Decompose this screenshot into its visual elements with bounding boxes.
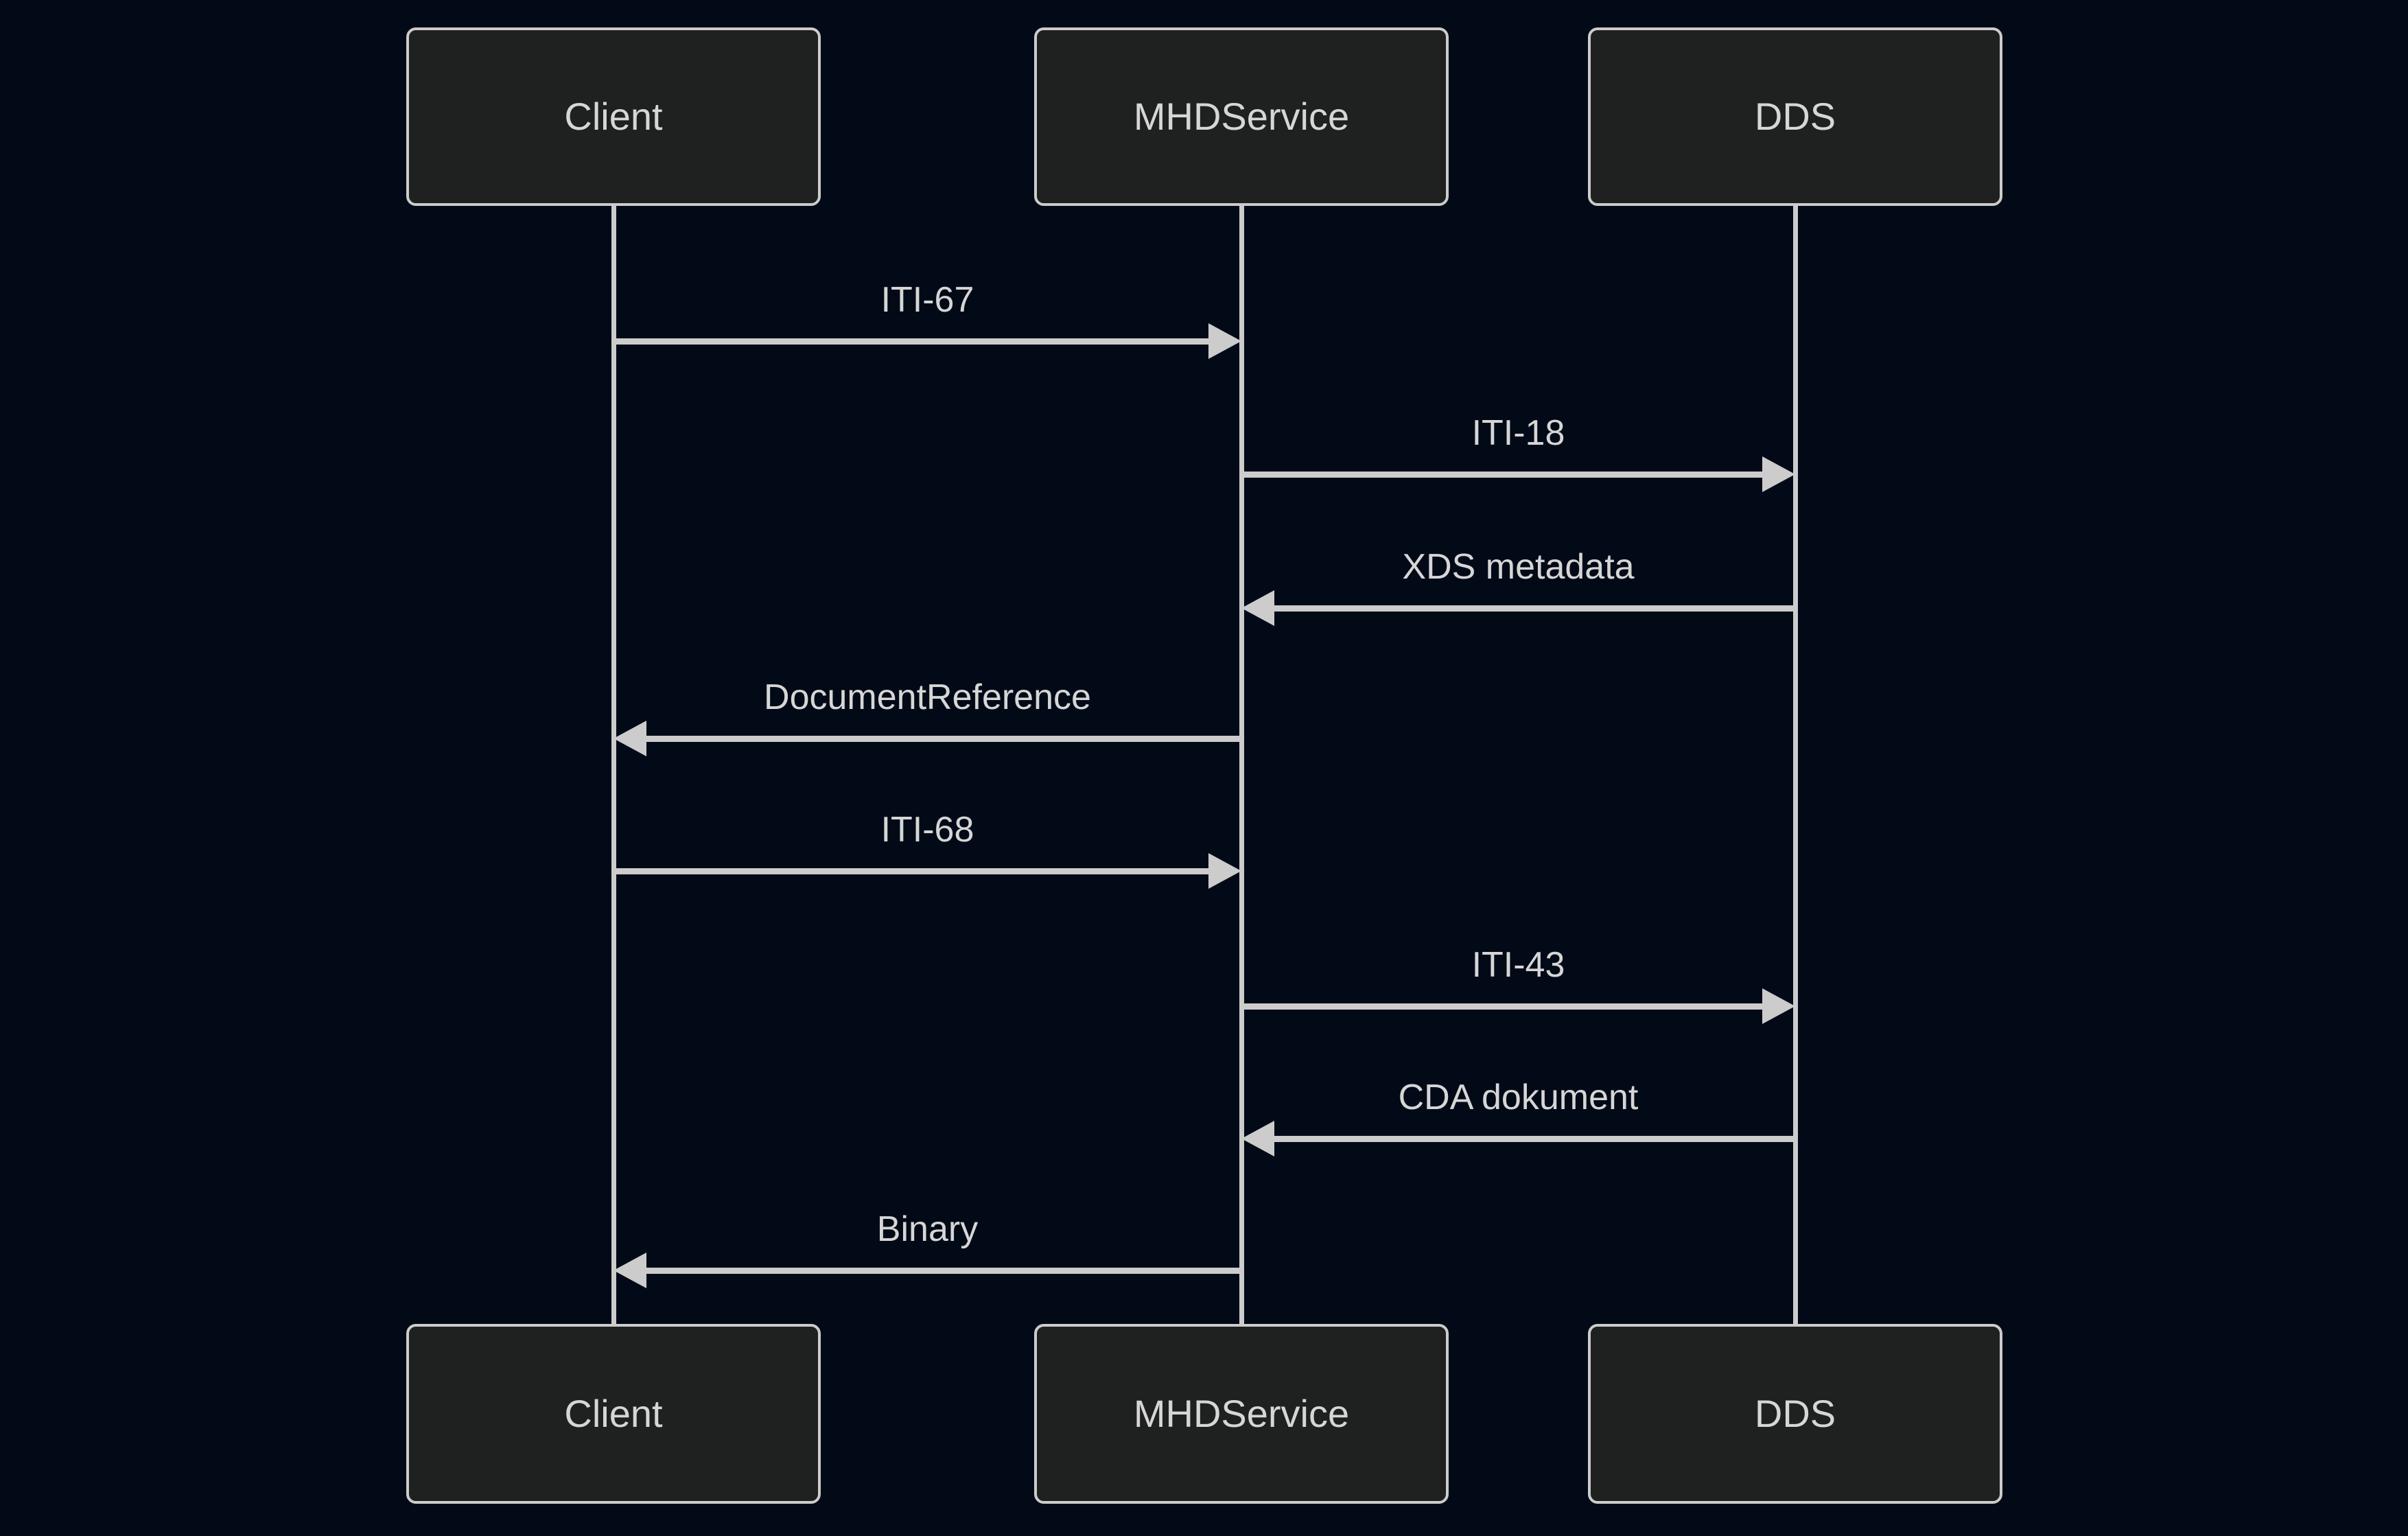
actor-label: Client — [564, 95, 663, 138]
message-iti-68: ITI-68 — [613, 810, 1241, 889]
actor-label: MHDService — [1133, 95, 1350, 138]
actor-box-mhdservice-top: MHDService — [1034, 27, 1449, 206]
arrowhead-right-icon — [1762, 456, 1795, 492]
actor-box-dds-top: DDS — [1588, 27, 2002, 206]
message-line — [613, 338, 1211, 345]
arrowhead-right-icon — [1208, 853, 1241, 889]
message-line — [1272, 605, 1795, 612]
message-iti-18: ITI-18 — [1241, 413, 1795, 492]
message-line — [644, 1268, 1241, 1274]
message-label: CDA dokument — [1398, 1078, 1639, 1118]
message-label: ITI-67 — [880, 280, 974, 321]
message-xds-metadata: XDS metadata — [1241, 547, 1795, 626]
arrowhead-left-icon — [1241, 1121, 1274, 1156]
message-cda-dokument: CDA dokument — [1241, 1078, 1795, 1156]
actor-label: DDS — [1754, 1392, 1836, 1435]
message-label: ITI-43 — [1471, 945, 1565, 986]
arrowhead-right-icon — [1208, 323, 1241, 359]
message-line — [1241, 1003, 1765, 1010]
actor-box-client-top: Client — [406, 27, 821, 206]
message-line — [644, 736, 1241, 742]
actor-label: Client — [564, 1392, 663, 1435]
message-documentreference: DocumentReference — [613, 677, 1241, 756]
actor-label: MHDService — [1133, 1392, 1350, 1435]
lifeline-mhdservice — [1239, 206, 1244, 1328]
message-line — [1241, 472, 1765, 478]
message-line — [613, 868, 1211, 874]
lifeline-dds — [1793, 206, 1798, 1328]
arrowhead-left-icon — [1241, 590, 1274, 626]
message-label: ITI-18 — [1471, 413, 1565, 454]
message-label: XDS metadata — [1402, 547, 1635, 587]
actor-box-client-bottom: Client — [406, 1324, 821, 1504]
message-iti-67: ITI-67 — [613, 280, 1241, 359]
message-iti-43: ITI-43 — [1241, 945, 1795, 1024]
lifeline-client — [611, 206, 616, 1328]
message-label: DocumentReference — [764, 677, 1091, 718]
arrowhead-left-icon — [613, 721, 646, 756]
actor-box-dds-bottom: DDS — [1588, 1324, 2002, 1504]
message-binary: Binary — [613, 1209, 1241, 1288]
actor-box-mhdservice-bottom: MHDService — [1034, 1324, 1449, 1504]
actor-label: DDS — [1754, 95, 1836, 138]
message-line — [1272, 1136, 1795, 1142]
message-label: Binary — [876, 1209, 979, 1250]
arrowhead-right-icon — [1762, 988, 1795, 1024]
arrowhead-left-icon — [613, 1253, 646, 1288]
message-label: ITI-68 — [880, 810, 974, 850]
